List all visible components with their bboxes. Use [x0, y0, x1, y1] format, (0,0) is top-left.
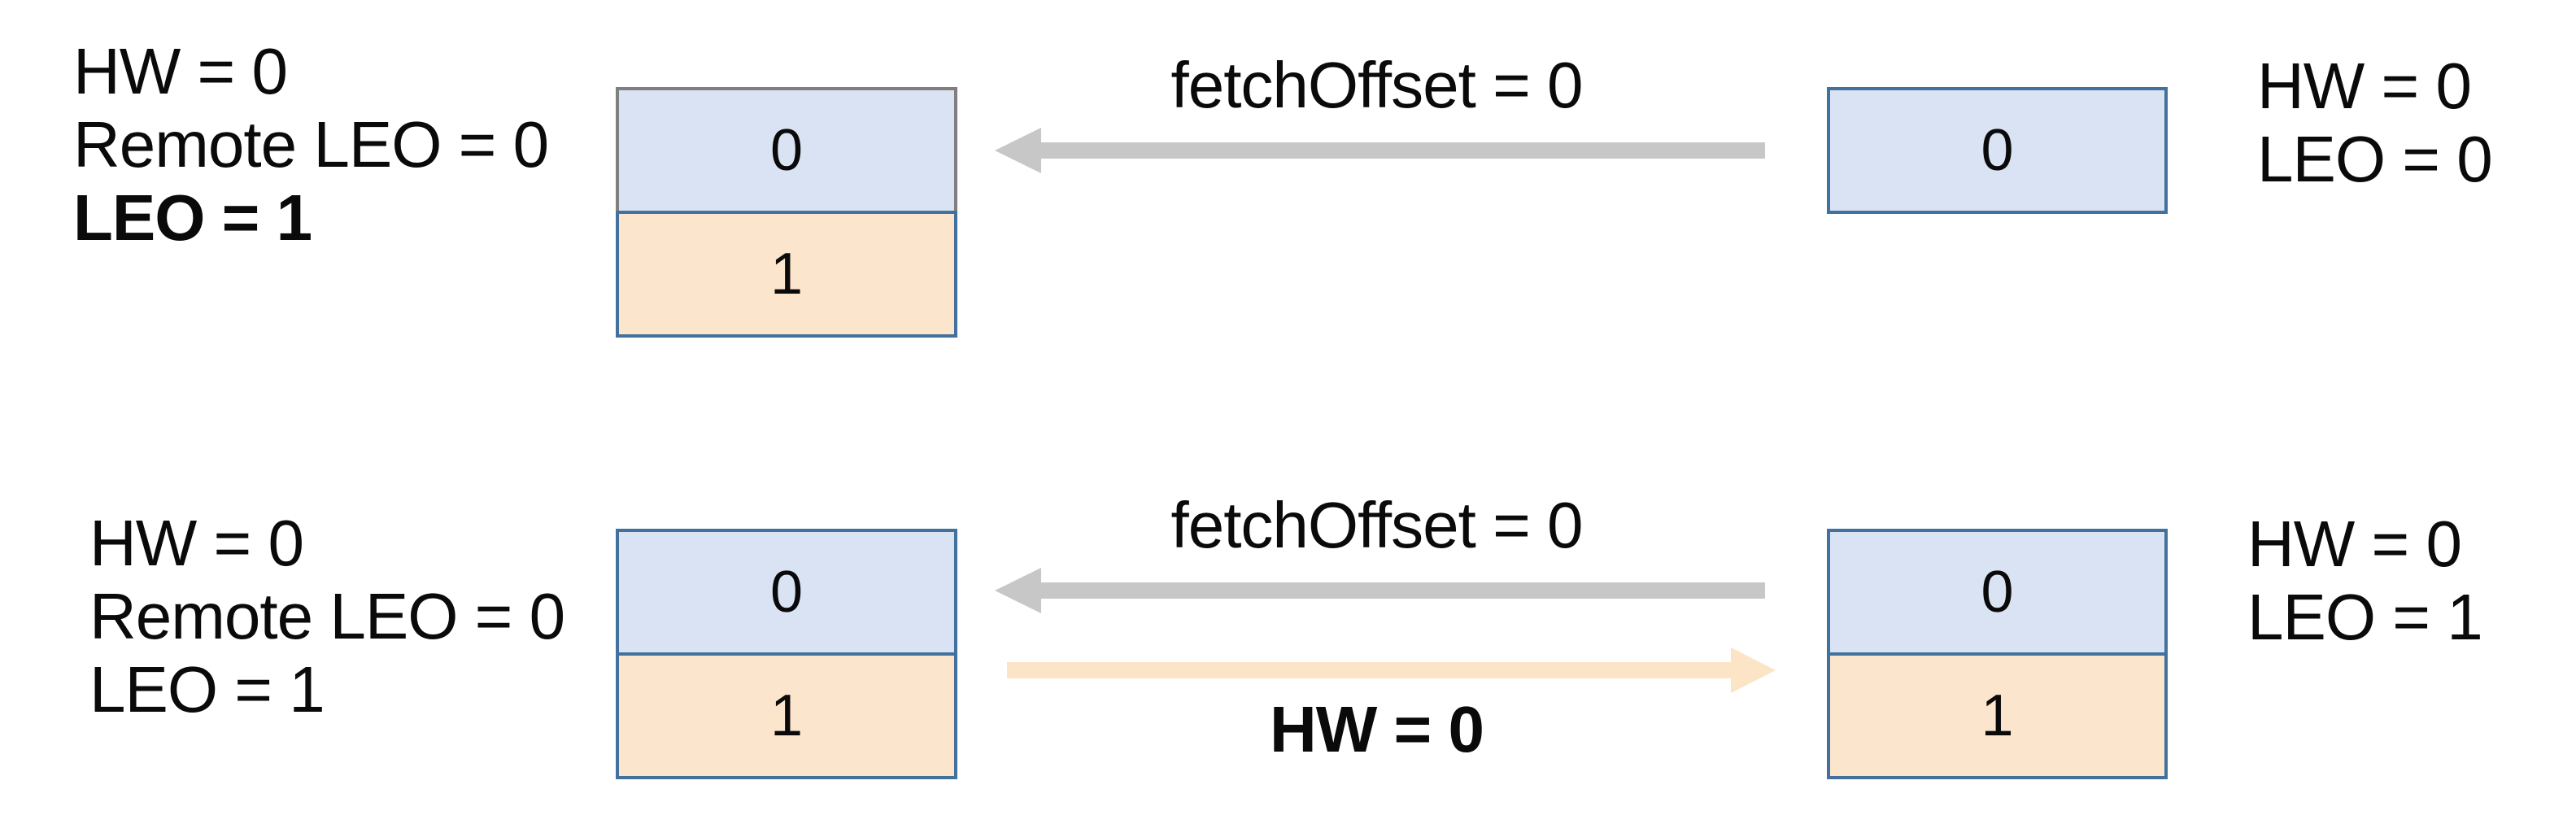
log-entry-cell: 0: [616, 529, 957, 656]
top-leader-state-text: HW = 0 LEO = 0: [2257, 50, 2493, 196]
bottom-leader-state-text: HW = 0 LEO = 1: [2247, 508, 2483, 654]
log-entry-offset: 1: [1981, 683, 2014, 748]
top-leader-log-box: 0: [1827, 87, 2168, 214]
state-line-remote-leo: Remote LEO = 0: [73, 108, 549, 181]
fetch-arrow: [995, 128, 1765, 173]
arrow-shaft: [1041, 582, 1765, 599]
log-entry-offset: 1: [769, 242, 804, 307]
log-entry-cell: 1: [616, 211, 957, 338]
state-line-leo: LEO = 1: [89, 653, 325, 726]
log-entry-cell: 0: [1827, 87, 2168, 214]
log-entry-cell: 0: [616, 87, 957, 214]
log-entry-offset: 0: [1981, 560, 2014, 625]
bottom-leader-log-box: 0 1: [1827, 529, 2168, 779]
state-line-leo: LEO = 1: [2247, 581, 2483, 653]
log-entry-cell: 1: [616, 652, 957, 779]
state-line-leo: LEO = 1: [73, 181, 312, 254]
state-line-hw: HW = 0: [73, 35, 288, 107]
state-line-leo: LEO = 0: [2257, 123, 2493, 195]
fetch-arrow: [995, 568, 1765, 613]
state-line-hw: HW = 0: [89, 507, 304, 579]
log-entry-cell: 1: [1827, 652, 2168, 779]
log-entry-offset: 0: [769, 560, 804, 625]
arrow-shaft: [1041, 142, 1765, 159]
right-arrowhead-icon: [1731, 647, 1776, 693]
state-line-remote-leo: Remote LEO = 0: [89, 580, 565, 652]
log-entry-offset: 1: [769, 683, 804, 748]
arrow-shaft: [1007, 662, 1731, 678]
log-entry-cell: 0: [1827, 529, 2168, 656]
fetch-offset-label: fetchOffset = 0: [1170, 49, 1583, 121]
top-follower-log-box: 0 1: [616, 87, 957, 338]
bottom-follower-log-box: 0 1: [616, 529, 957, 779]
state-line-hw: HW = 0: [2247, 508, 2462, 580]
left-arrowhead-icon: [995, 568, 1041, 613]
fetch-offset-label: fetchOffset = 0: [1170, 489, 1583, 561]
hw-label: HW = 0: [1270, 693, 1484, 765]
bottom-follower-state-text: HW = 0 Remote LEO = 0 LEO = 1: [89, 507, 565, 726]
left-arrowhead-icon: [995, 128, 1041, 173]
state-line-hw: HW = 0: [2257, 50, 2472, 122]
log-entry-offset: 0: [769, 118, 804, 183]
log-entry-offset: 0: [1981, 118, 2014, 183]
top-follower-state-text: HW = 0 Remote LEO = 0 LEO = 1: [73, 35, 549, 255]
hw-update-arrow: [1007, 647, 1776, 693]
